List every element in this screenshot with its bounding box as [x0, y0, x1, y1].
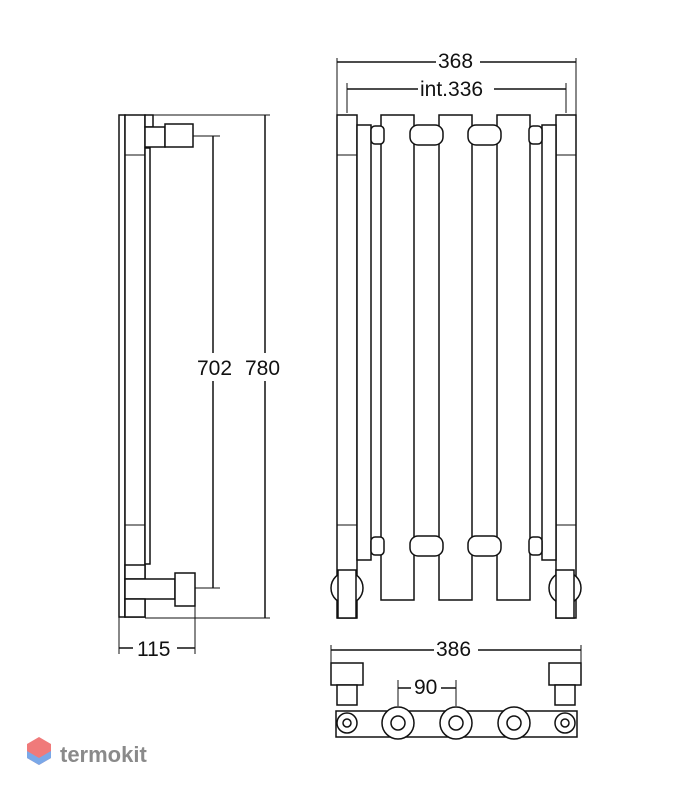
- front-view: [330, 58, 582, 619]
- dimension-int-336: int.336: [420, 78, 483, 101]
- termokit-logo: termokit: [27, 737, 147, 767]
- dimension-368: 368: [438, 50, 473, 73]
- dimension-780: 780: [245, 357, 280, 380]
- bottom-view: [330, 645, 582, 740]
- dimension-90: 90: [414, 676, 437, 699]
- dimension-115: 115: [137, 638, 170, 661]
- dimension-702: 702: [197, 357, 232, 380]
- dimension-386: 386: [436, 638, 471, 661]
- side-view: [118, 114, 270, 654]
- logo-text: termokit: [60, 742, 147, 767]
